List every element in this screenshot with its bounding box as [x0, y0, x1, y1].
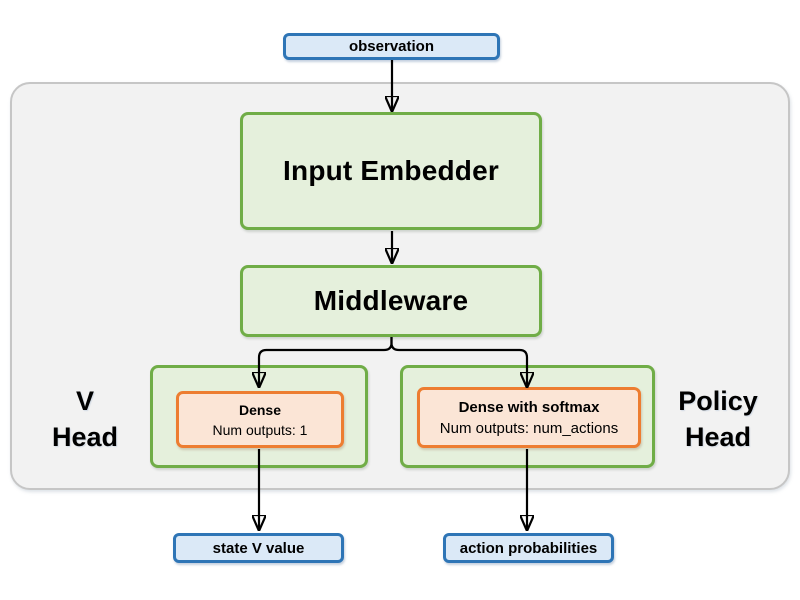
node-middleware-label: Middleware [313, 285, 469, 316]
label-policy-head-line1: Policy [678, 386, 758, 416]
node-input-embedder: Input Embedder [240, 112, 542, 230]
node-action-probabilities-label: action probabilities [459, 539, 598, 557]
label-policy-head: Policy Head [657, 383, 779, 456]
node-observation: observation [283, 33, 500, 60]
node-policy-dense-title: Dense with softmax [458, 398, 600, 416]
label-v-head-line2: Head [51, 422, 119, 453]
node-state-v-value: state V value [173, 533, 344, 563]
node-policy-dense: Dense with softmax Num outputs: num_acti… [417, 387, 641, 448]
label-v-head-line1: V [75, 386, 94, 416]
node-action-probabilities: action probabilities [443, 533, 614, 563]
node-middleware: Middleware [240, 265, 542, 337]
node-state-v-value-label: state V value [212, 539, 305, 557]
node-observation-label: observation [348, 38, 435, 55]
label-policy-head-line2: Head [684, 422, 752, 453]
node-policy-dense-subtitle: Num outputs: num_actions [439, 419, 619, 437]
node-input-embedder-label: Input Embedder [283, 155, 499, 186]
node-v-dense: Dense Num outputs: 1 [176, 391, 344, 448]
label-v-head: V Head [25, 383, 145, 456]
node-v-dense-title: Dense [238, 402, 282, 419]
node-v-dense-subtitle: Num outputs: 1 [212, 421, 308, 438]
